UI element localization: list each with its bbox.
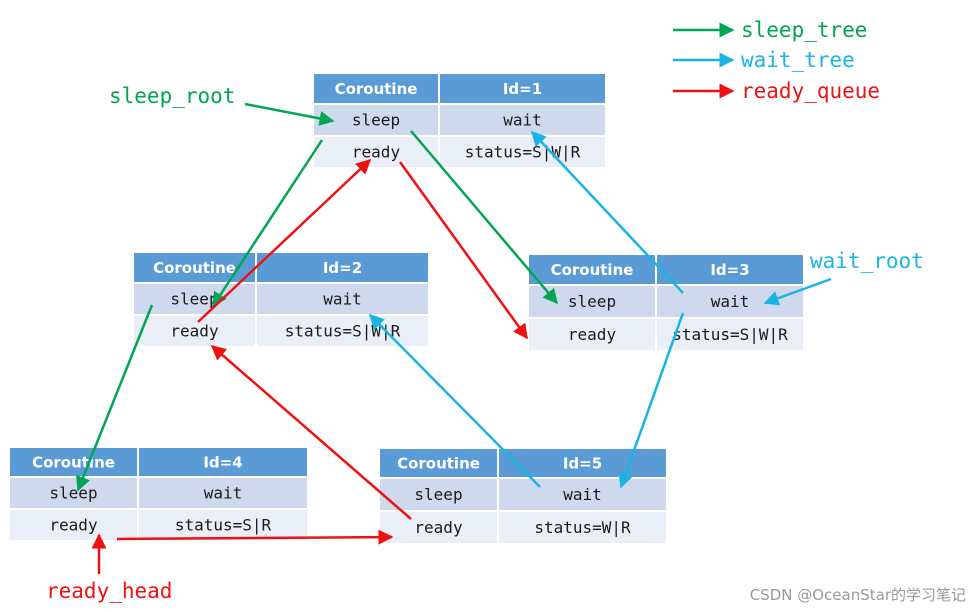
node4-ready-status-row-text-2: status=S|R	[175, 516, 272, 535]
coroutine-node-5: Coroutine Id=5 sleep wait ready status=W|R	[378, 447, 668, 545]
sleep-edge-root-to-1	[244, 102, 335, 126]
wait-edge-root-to-3	[763, 277, 832, 306]
pointer-edges	[76, 102, 832, 574]
node1-header-text-1: Coroutine	[335, 80, 418, 98]
node2-sleep-wait-row-text-1: sleep	[170, 290, 218, 309]
legend: sleep_tree wait_tree ready_queue	[673, 18, 880, 103]
ready-edge-2-to-1	[197, 158, 372, 323]
node2-header-text-2: Id=2	[323, 259, 362, 277]
node4-sleep-wait-row-cell-2	[137, 476, 309, 510]
node3-ready-status-row-text-1: ready	[568, 325, 617, 344]
coroutine-node-2: Coroutine Id=2 sleep wait ready status=S|W|R	[132, 251, 430, 348]
node3-sleep-wait-row-text-2: wait	[711, 292, 750, 311]
sleep-root-label: sleep_root	[109, 84, 235, 108]
node5-ready-status-row-text-2: status=W|R	[534, 518, 631, 537]
node1-header-text-2: Id=1	[503, 80, 542, 98]
node3-sleep-wait-row-text-1: sleep	[568, 292, 616, 311]
ready-edge-5-to-2	[210, 345, 412, 520]
node1-ready-status-row-text-1: ready	[352, 143, 401, 162]
node1-ready-status-row-cell-2	[438, 135, 607, 169]
node5-header-text-2: Id=5	[563, 455, 602, 473]
node1-sleep-wait-row-cell-2	[438, 103, 607, 137]
node2-sleep-wait-row-cell-2	[255, 282, 430, 316]
node4-header-cell-2	[137, 446, 309, 478]
node5-sleep-wait-row-text-2: wait	[563, 485, 602, 504]
node3-header-text-1: Coroutine	[551, 261, 634, 279]
node4-sleep-wait-row-cell-1	[8, 476, 139, 510]
node4-sleep-wait-row-text-2: wait	[204, 484, 243, 503]
node1-sleep-wait-row-text-2: wait	[503, 111, 542, 130]
node4-header-cell-1	[8, 446, 139, 478]
sleep-edge-2-to-4	[76, 304, 154, 492]
ready-edge-4-to-5	[116, 529, 394, 545]
node2-ready-status-row-text-1: ready	[170, 322, 219, 341]
node4-header-text-2: Id=4	[203, 454, 242, 472]
node3-ready-status-row-cell-2	[655, 317, 805, 352]
node5-ready-status-row-cell-2	[497, 510, 668, 545]
node4-sleep-wait-row-text-1: sleep	[49, 484, 97, 503]
node3-ready-status-row-text-2: status=S|W|R	[672, 325, 788, 344]
node1-ready-status-row-cell-1	[312, 135, 440, 169]
node5-header-text-1: Coroutine	[397, 455, 480, 473]
node2-ready-status-row-cell-2	[255, 314, 430, 348]
legend-sleep-label: sleep_tree	[741, 18, 867, 42]
sleep-edge-1-to-2	[211, 139, 324, 308]
node4-header-text-1: Coroutine	[32, 454, 115, 472]
node4-ready-status-row-cell-1	[8, 508, 139, 542]
node1-ready-status-row-text-2: status=S|W|R	[465, 143, 581, 162]
node1-sleep-wait-row-text-1: sleep	[352, 111, 400, 130]
node2-ready-status-row-text-2: status=S|W|R	[285, 322, 401, 341]
node2-header-text-1: Coroutine	[153, 259, 236, 277]
wait-edge-3-to-5	[618, 312, 685, 489]
node5-ready-status-row-text-1: ready	[414, 518, 463, 537]
node5-sleep-wait-row-cell-1	[378, 477, 499, 512]
coroutine-node-3: Coroutine Id=3 sleep wait ready status=S|W|R	[527, 253, 805, 352]
sleep-edge-1-to-3	[410, 130, 558, 305]
ready-head-label: ready_head	[46, 579, 172, 603]
ready-edge-1-to-3	[398, 161, 529, 340]
node4-ready-status-row-text-1: ready	[49, 516, 98, 535]
legend-ready-label: ready_queue	[741, 79, 880, 103]
node2-sleep-wait-row-text-2: wait	[323, 290, 362, 309]
watermark: CSDN @OceanStar的学习笔记	[750, 586, 966, 604]
wait-root-label: wait_root	[810, 249, 924, 273]
node4-ready-status-row-cell-2	[137, 508, 309, 542]
node3-header-text-2: Id=3	[710, 261, 749, 279]
coroutine-node-4: Coroutine Id=4 sleep wait ready status=S|R	[8, 446, 309, 542]
wait-edge-5-to-2	[368, 313, 541, 488]
node5-ready-status-row-cell-1	[378, 510, 499, 545]
legend-wait-label: wait_tree	[741, 48, 855, 72]
wait-edge-3-to-1	[530, 130, 684, 294]
node5-sleep-wait-row-text-1: sleep	[414, 485, 462, 504]
coroutine-node-1: Coroutine Id=1 sleep wait ready status=S|W|R	[312, 72, 607, 169]
node3-ready-status-row-cell-1	[527, 317, 657, 352]
node3-header-cell-2	[655, 253, 805, 286]
